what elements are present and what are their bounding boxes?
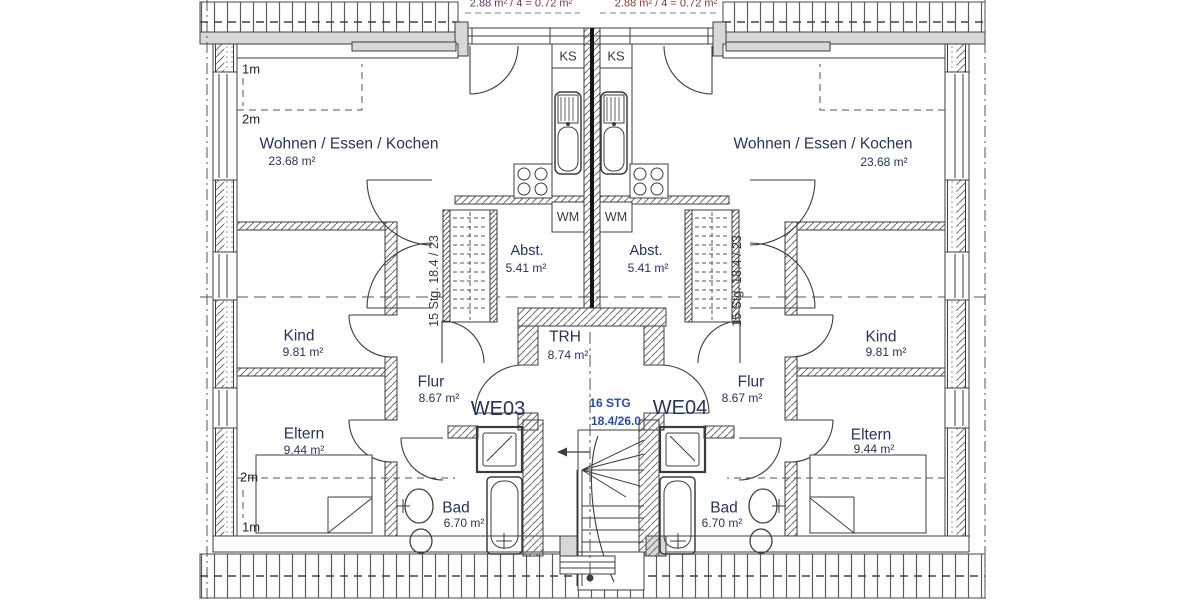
kitchen-right	[599, 43, 669, 233]
living-door-left-a	[366, 179, 433, 246]
bed-left	[255, 454, 373, 534]
stairwell-area: 8.74 m²	[547, 348, 589, 362]
fridge-label-left: KS	[559, 48, 577, 64]
parents-room-label-right: Eltern	[850, 426, 892, 444]
kitchen-sink-right	[600, 91, 628, 175]
kitchen-sink-left	[554, 91, 582, 175]
child-room-area-right: 9.81 m²	[865, 345, 907, 359]
left-wall	[212, 43, 238, 537]
washing-machine-right	[599, 201, 633, 233]
height-marker-bottom-1m: 1m	[241, 519, 261, 535]
living-room-area-left: 23.68 m²	[268, 154, 316, 168]
stairs-15stg-right	[684, 209, 740, 323]
height-marker-top-1m: 1m	[241, 61, 261, 77]
stove-left	[517, 167, 548, 196]
core-stair-count: 16 STG	[589, 396, 631, 410]
apartment-id-we03: WE03	[470, 398, 526, 420]
bath-label-right: Bad	[710, 499, 738, 517]
height-marker-bottom-2m: 2m	[239, 469, 259, 485]
sink-left	[396, 488, 434, 524]
child-room-label-right: Kind	[865, 328, 897, 346]
stove-right	[633, 167, 664, 196]
interior-walls-right	[599, 195, 946, 537]
washer-label-left: WM	[556, 209, 580, 224]
stair-note-right: 15 Stg. 18.4 / 23	[729, 235, 744, 327]
child-room-area-left: 9.81 m²	[282, 345, 324, 359]
storage-label-left: Abst.	[510, 242, 544, 259]
bath-fixtures-left	[396, 425, 524, 555]
doors	[348, 45, 834, 481]
parents-room-label-left: Eltern	[283, 425, 325, 443]
dormer-door-right	[663, 45, 713, 95]
living-door-right-a	[749, 179, 816, 246]
child-room-label-left: Kind	[283, 327, 315, 345]
interior-walls-left	[236, 195, 585, 537]
dormer-door-left	[469, 45, 519, 95]
bathtub-left	[486, 476, 523, 555]
fridge-box-left	[551, 43, 585, 69]
shower-left	[475, 425, 524, 474]
storage-area-right: 5.41 m²	[627, 261, 669, 275]
toilet-left	[409, 528, 433, 554]
stairwell-walls	[517, 307, 667, 557]
toilet-right	[749, 528, 773, 554]
bath-area-right: 6.70 m²	[701, 516, 743, 530]
right-wall-windows	[944, 71, 970, 429]
height-marker-top-2m: 2m	[241, 111, 261, 127]
entry-door-we04	[660, 364, 710, 414]
hall-area-left: 8.67 m²	[418, 391, 460, 405]
bed-right	[809, 454, 927, 534]
fridge-label-right: KS	[607, 48, 625, 64]
roof-edge-lines	[200, 0, 986, 600]
washing-machine-left	[551, 201, 585, 233]
living-door-left-b	[366, 242, 433, 309]
apartment-id-we04: WE04	[652, 397, 708, 419]
party-wall	[583, 27, 601, 309]
storage-door-left	[441, 320, 485, 364]
parents-door-right	[790, 419, 834, 463]
living-room-label-left: Wohnen / Essen / Kochen	[259, 135, 439, 153]
stairs-16stg	[557, 332, 645, 591]
entry-door-we03	[474, 364, 524, 414]
roof-area-note-right: 2.88 m² / 4 = 0.72 m²	[614, 0, 718, 10]
core-stair-dims: 18.4/26.0	[590, 414, 642, 428]
living-door-right-b	[749, 242, 816, 309]
parents-room-area-right: 9.44 m²	[853, 442, 895, 456]
fridge-box-right	[599, 43, 633, 69]
stairs-15stg-left	[442, 209, 498, 323]
bath-area-left: 6.70 m²	[443, 516, 485, 530]
shower-right	[658, 425, 707, 474]
storage-area-left: 5.41 m²	[505, 261, 547, 275]
child-door-left	[348, 314, 392, 358]
child-door-right	[790, 314, 834, 358]
height-lines	[237, 64, 945, 518]
bath-fixtures-right	[658, 425, 786, 555]
roof-area-note-left: 2.88 m² / 4 = 0.72 m²	[469, 0, 573, 10]
washer-label-right: WM	[604, 209, 628, 224]
hall-label-right: Flur	[737, 373, 765, 391]
living-room-area-right: 23.68 m²	[860, 155, 908, 169]
kitchen-left	[513, 43, 585, 233]
bath-door-left	[400, 437, 444, 481]
right-wall	[944, 43, 970, 537]
stairwell-label: TRH	[549, 328, 581, 346]
hall-area-right: 8.67 m²	[721, 391, 763, 405]
hall-label-left: Flur	[417, 373, 445, 391]
storage-label-right: Abst.	[629, 242, 663, 259]
parents-room-area-left: 9.44 m²	[283, 443, 325, 457]
stair-note-left: 15 Stg. 18.4 / 23	[426, 235, 441, 327]
parents-door-left	[348, 419, 392, 463]
bath-door-right	[738, 437, 782, 481]
living-room-label-right: Wohnen / Essen / Kochen	[733, 135, 913, 153]
bath-label-left: Bad	[442, 499, 470, 517]
storage-door-right	[697, 320, 741, 364]
left-wall-windows	[212, 71, 238, 429]
top-wall	[212, 41, 970, 59]
sink-right	[748, 488, 786, 524]
bathtub-right	[659, 476, 696, 555]
